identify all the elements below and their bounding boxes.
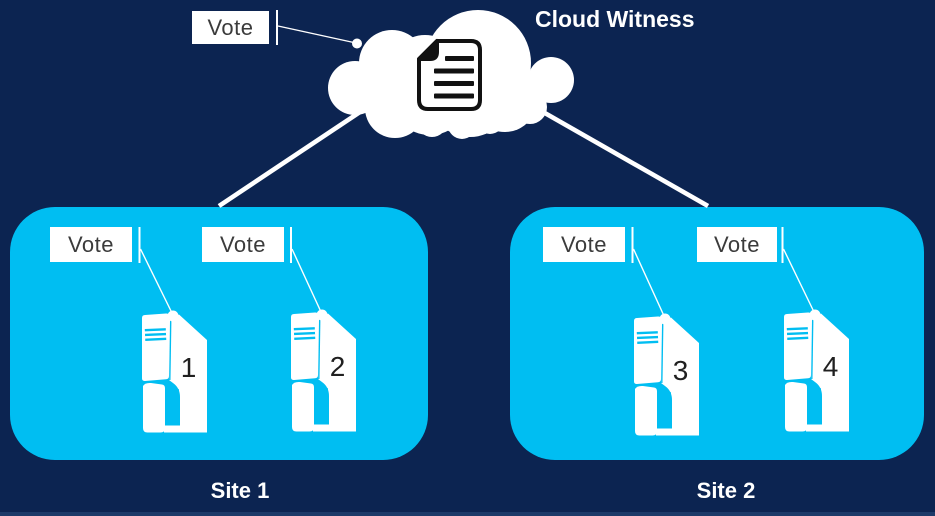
server-number-2: 2 [330,351,346,382]
server-number-4: 4 [823,351,839,382]
site-1-label: Site 1 [210,478,270,503]
vote-callout-cloud: Vote [192,11,269,44]
vote-label: Vote [713,231,761,257]
leader-line-server2-vote [291,248,323,314]
connector-cloud-to-site1 [217,98,380,208]
server-number-3: 3 [673,355,689,386]
cloud-connection-dot [352,38,362,49]
leader-line-server1-vote [139,248,174,315]
server-number-1: 1 [181,352,197,383]
bottom-edge-highlight [0,512,935,516]
vote-callout-server2: Vote [202,227,284,262]
site-2-label: Site 2 [696,478,756,503]
vote-label: Vote [67,231,115,257]
leader-line-cloud-vote [277,25,357,44]
cloud-witness-title: Cloud Witness [535,6,695,32]
callout-ticks [138,10,784,263]
leader-line-server4-vote [782,248,816,314]
document-icon [417,39,482,111]
vote-callout-server1: Vote [50,227,132,262]
vote-callout-server3: Vote [543,227,625,262]
vote-label: Vote [219,231,267,257]
leader-line-server3-vote [632,248,666,318]
vote-label: Vote [560,231,608,257]
leader-lines [139,25,816,318]
document-text-lines [434,56,474,99]
document-fold [417,39,439,61]
vote-callout-server4: Vote [697,227,777,262]
connector-cloud-to-site2 [520,98,710,208]
vote-label: Vote [207,14,254,40]
